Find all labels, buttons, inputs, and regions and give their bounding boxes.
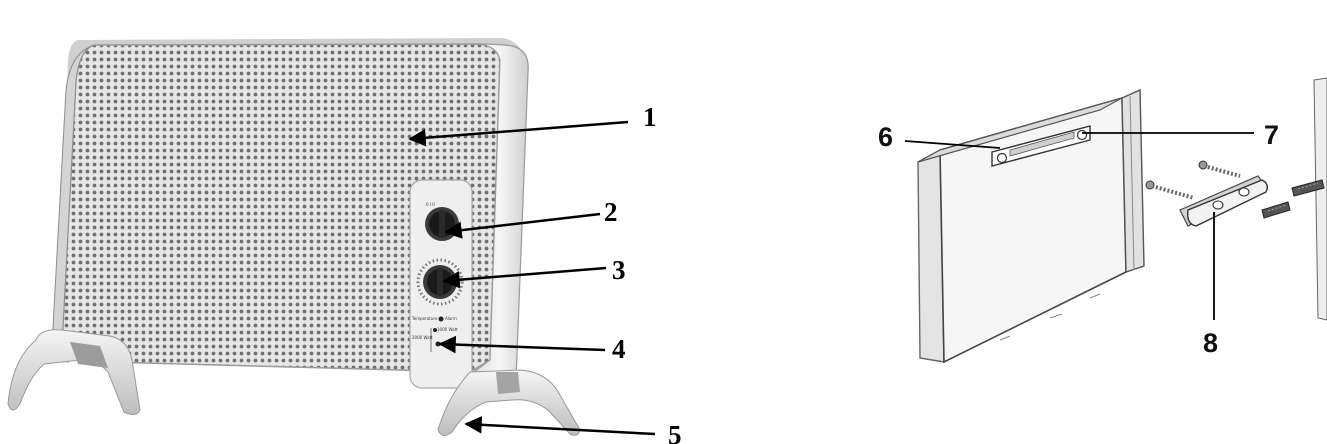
wall-plug-icon <box>1262 180 1324 218</box>
callout-label-4: 4 <box>612 334 626 364</box>
indicator-right-label: Alarm <box>445 316 457 321</box>
right-foot-clip <box>496 372 520 394</box>
power-high-label: 1000 Watt <box>437 327 458 332</box>
power-low-label: 2000 Watt <box>412 335 433 340</box>
callout-label-3: 3 <box>612 255 626 285</box>
callout-arrow-5 <box>466 424 655 434</box>
knob-scale-label: 0 I II <box>426 202 435 207</box>
power-switch-knob[interactable] <box>425 207 459 241</box>
callout-label-7: 7 <box>1264 120 1279 150</box>
bracket-hole-left <box>998 154 1007 163</box>
indicator-left-label: Temperature <box>411 316 438 321</box>
mounting-plate <box>1180 176 1267 226</box>
wall-edge <box>1314 78 1327 320</box>
power-selector-dot <box>436 342 441 347</box>
power-high-dot <box>433 328 437 332</box>
callout-label-8: 8 <box>1203 328 1218 358</box>
bracket-front-face <box>940 98 1126 362</box>
left-foot <box>8 330 140 415</box>
callout-label-6: 6 <box>878 122 893 152</box>
callout-label-5: 5 <box>668 420 682 444</box>
heater-illustration: 0 I II Temperature Alarm 2000 Watt 1000 … <box>8 38 580 436</box>
callout-label-1: 1 <box>643 102 657 132</box>
indicator-dot <box>439 317 444 322</box>
callout-label-2: 2 <box>604 197 618 227</box>
bracket-hole-right <box>1078 131 1087 140</box>
